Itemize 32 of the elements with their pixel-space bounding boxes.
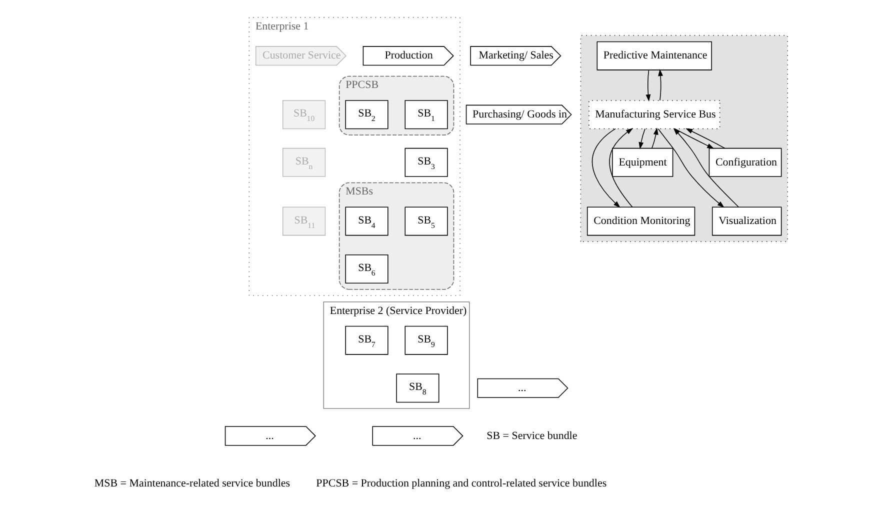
arrow	[673, 128, 739, 208]
node-box: SB$_{4}$	[345, 206, 388, 236]
arrow	[674, 128, 714, 149]
node-box: Equipment	[612, 148, 674, 177]
node-box: Predictive Maintenance	[596, 41, 712, 70]
node-box: SB$_{5}$	[404, 206, 448, 236]
node-box: SB$_{1}$	[404, 100, 448, 130]
node-box: SB$_{n}$	[282, 148, 326, 177]
node-box: SB$_{3}$	[404, 148, 448, 177]
arrow	[646, 70, 651, 102]
arrow	[609, 128, 634, 208]
node-box: SB$_{10}$	[282, 100, 326, 130]
cluster	[580, 35, 788, 242]
node-box: SB$_{6}$	[345, 254, 388, 284]
arrow	[658, 128, 724, 208]
label: MSB = Maintenance-related service bundles	[94, 478, 290, 490]
node-box: SB$_{2}$	[345, 100, 388, 130]
node-box: SB$_{7}$	[345, 326, 388, 355]
label: PPCSB = Production planning and control-related service bundles	[316, 478, 607, 490]
node-box: Configuration	[708, 148, 782, 177]
node-box: Visualization	[712, 206, 782, 236]
node-box: SB$_{11}$	[282, 206, 326, 236]
node-box: SB$_{9}$	[404, 326, 448, 355]
node-box: Condition Monitoring	[586, 206, 696, 236]
arrow	[652, 128, 658, 149]
arrow	[658, 68, 663, 101]
arrow	[686, 128, 726, 149]
arrow	[592, 128, 620, 208]
label: SB = Service bundle	[486, 430, 578, 442]
node-box: SB$_{8}$	[396, 374, 440, 403]
arrow	[638, 128, 646, 150]
node-box: Manufacturing Service Bus	[588, 100, 720, 130]
